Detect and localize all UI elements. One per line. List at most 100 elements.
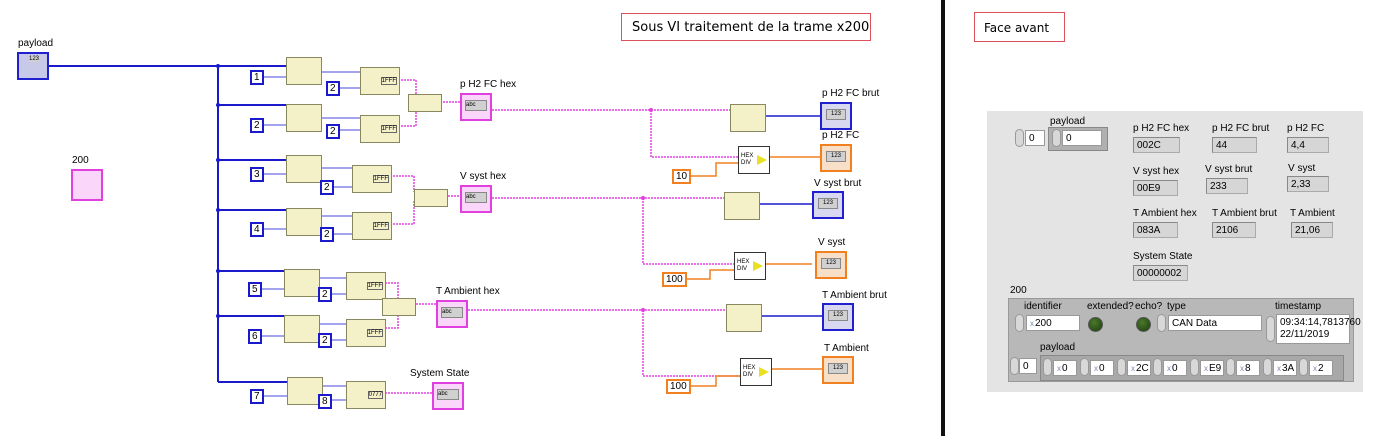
width-constant[interactable]: 2 <box>326 124 340 139</box>
index-array-node[interactable] <box>286 104 322 132</box>
byte-spinner[interactable] <box>1190 358 1199 376</box>
index-array-node[interactable] <box>284 315 320 343</box>
indicator-label: T Ambient brut <box>1212 208 1277 219</box>
p-h2-fc-brut-indicator[interactable]: 123 <box>820 102 852 130</box>
p-h2-fc-hex-indicator[interactable]: abc <box>460 93 492 121</box>
number-to-hex-string-node[interactable]: 1FFF <box>360 67 400 95</box>
index-constant[interactable]: 5 <box>248 282 262 297</box>
identifier-spinner[interactable] <box>1015 314 1024 332</box>
number-to-hex-string-node[interactable]: 1FFF <box>360 115 400 143</box>
byte-spinner[interactable] <box>1117 358 1126 376</box>
t-ambient-hex-indicator[interactable]: abc <box>436 300 468 328</box>
indicator-label: T Ambient brut <box>822 290 887 301</box>
v-syst-display: 2,33 <box>1287 176 1329 192</box>
byte-spinner[interactable] <box>1299 358 1308 376</box>
byte-spinner[interactable] <box>1263 358 1272 376</box>
number-to-hex-string-node[interactable]: 1FFF <box>352 165 392 193</box>
hex-string-to-number-node[interactable] <box>724 192 760 220</box>
hex-div-subvi[interactable]: HEX DIV <box>734 252 766 280</box>
t-ambient-brut-indicator[interactable]: 123 <box>822 303 854 331</box>
hex-div-subvi[interactable]: HEX DIV <box>740 358 772 386</box>
system-state-display: 00000002 <box>1133 265 1188 281</box>
payload-control-label: payload <box>18 38 54 49</box>
type-spinner[interactable] <box>1157 314 1166 332</box>
width-constant[interactable]: 8 <box>318 394 332 409</box>
byte-spinner[interactable] <box>1153 358 1162 376</box>
v-syst-hex-indicator[interactable]: abc <box>460 185 492 213</box>
width-constant[interactable]: 2 <box>318 287 332 302</box>
payload-byte[interactable]: x2 <box>1309 360 1333 376</box>
hex-string-to-number-node[interactable] <box>730 104 766 132</box>
width-constant[interactable]: 2 <box>326 81 340 96</box>
index-array-node[interactable] <box>286 57 322 85</box>
echo-led[interactable] <box>1136 317 1151 332</box>
indicator-label: T Ambient <box>1290 208 1335 219</box>
t-ambient-indicator[interactable]: 123 <box>822 356 854 384</box>
payload-byte[interactable]: x0 <box>1090 360 1114 376</box>
width-constant[interactable]: 2 <box>318 333 332 348</box>
index-array-node[interactable] <box>286 208 322 236</box>
byte-spinner[interactable] <box>1043 358 1052 376</box>
number-to-hex-string-node[interactable]: 1FFF <box>352 212 392 240</box>
number-to-octal-string-node[interactable]: 0777 <box>346 381 386 409</box>
byte-spinner[interactable] <box>1226 358 1235 376</box>
array-index-input[interactable]: 0 <box>1025 130 1045 146</box>
index-array-node[interactable] <box>284 269 320 297</box>
p-h2-fc-indicator[interactable]: 123 <box>820 144 852 172</box>
width-constant[interactable]: 2 <box>320 180 334 195</box>
payload-array-control[interactable]: 123 <box>17 52 49 80</box>
payload-byte[interactable]: x3A <box>1273 360 1297 376</box>
identifier-input[interactable]: x200 <box>1026 315 1080 331</box>
divisor-constant[interactable]: 10 <box>672 169 692 184</box>
echo-label: echo? <box>1135 301 1163 312</box>
payload-byte[interactable]: x0 <box>1053 360 1077 376</box>
cluster-input-200[interactable] <box>71 169 103 201</box>
index-array-node[interactable] <box>286 155 322 183</box>
payload-byte[interactable]: x2C <box>1127 360 1151 376</box>
divide-icon <box>757 155 767 165</box>
type-label: type <box>1167 301 1186 312</box>
indicator-label: V syst <box>818 237 846 248</box>
index-array-node[interactable] <box>287 377 323 405</box>
cluster-payload-index-input[interactable]: 0 <box>1019 358 1037 374</box>
v-syst-brut-indicator[interactable]: 123 <box>812 191 844 219</box>
payload-input[interactable]: 0 <box>1062 130 1102 146</box>
type-ring[interactable]: CAN Data <box>1168 315 1262 331</box>
timestamp-spinner[interactable] <box>1266 316 1275 342</box>
index-constant[interactable]: 3 <box>250 167 264 182</box>
payload-byte[interactable]: x0 <box>1163 360 1187 376</box>
index-constant[interactable]: 7 <box>250 389 264 404</box>
payload-byte[interactable]: xE9 <box>1200 360 1224 376</box>
t-ambient-hex-display: 083A <box>1133 222 1178 238</box>
concatenate-strings-node[interactable] <box>408 94 442 112</box>
system-state-indicator[interactable]: abc <box>432 382 464 410</box>
divisor-constant[interactable]: 100 <box>666 379 691 394</box>
extended-led[interactable] <box>1088 317 1103 332</box>
block-diagram-title: Sous VI traitement de la trame x200 <box>621 13 871 41</box>
indicator-label: T Ambient hex <box>1133 208 1197 219</box>
index-constant[interactable]: 6 <box>248 329 262 344</box>
concatenate-strings-node[interactable] <box>414 189 448 207</box>
v-syst-hex-display: 00E9 <box>1133 180 1178 196</box>
hex-string-to-number-node[interactable] <box>726 304 762 332</box>
byte-spinner[interactable] <box>1080 358 1089 376</box>
payload-byte[interactable]: x8 <box>1236 360 1260 376</box>
index-constant[interactable]: 4 <box>250 222 264 237</box>
array-index-spinner[interactable] <box>1015 129 1024 147</box>
width-constant[interactable]: 2 <box>320 227 334 242</box>
t-ambient-brut-display: 2106 <box>1212 222 1256 238</box>
divisor-constant[interactable]: 100 <box>662 272 687 287</box>
indicator-label: p H2 FC <box>822 130 860 141</box>
payload-spinner[interactable] <box>1052 129 1061 147</box>
number-to-hex-string-node[interactable]: 1FFF <box>346 319 386 347</box>
number-to-hex-string-node[interactable]: 1FFF <box>346 272 386 300</box>
concatenate-strings-node[interactable] <box>382 298 416 316</box>
hex-div-subvi[interactable]: HEX DIV <box>738 146 770 174</box>
extended-label: extended? <box>1087 301 1134 312</box>
indicator-label: V syst hex <box>1133 166 1180 177</box>
cluster-payload-index-spinner[interactable] <box>1010 357 1019 375</box>
index-constant[interactable]: 1 <box>250 70 264 85</box>
v-syst-indicator[interactable]: 123 <box>815 251 847 279</box>
index-constant[interactable]: 2 <box>250 118 264 133</box>
